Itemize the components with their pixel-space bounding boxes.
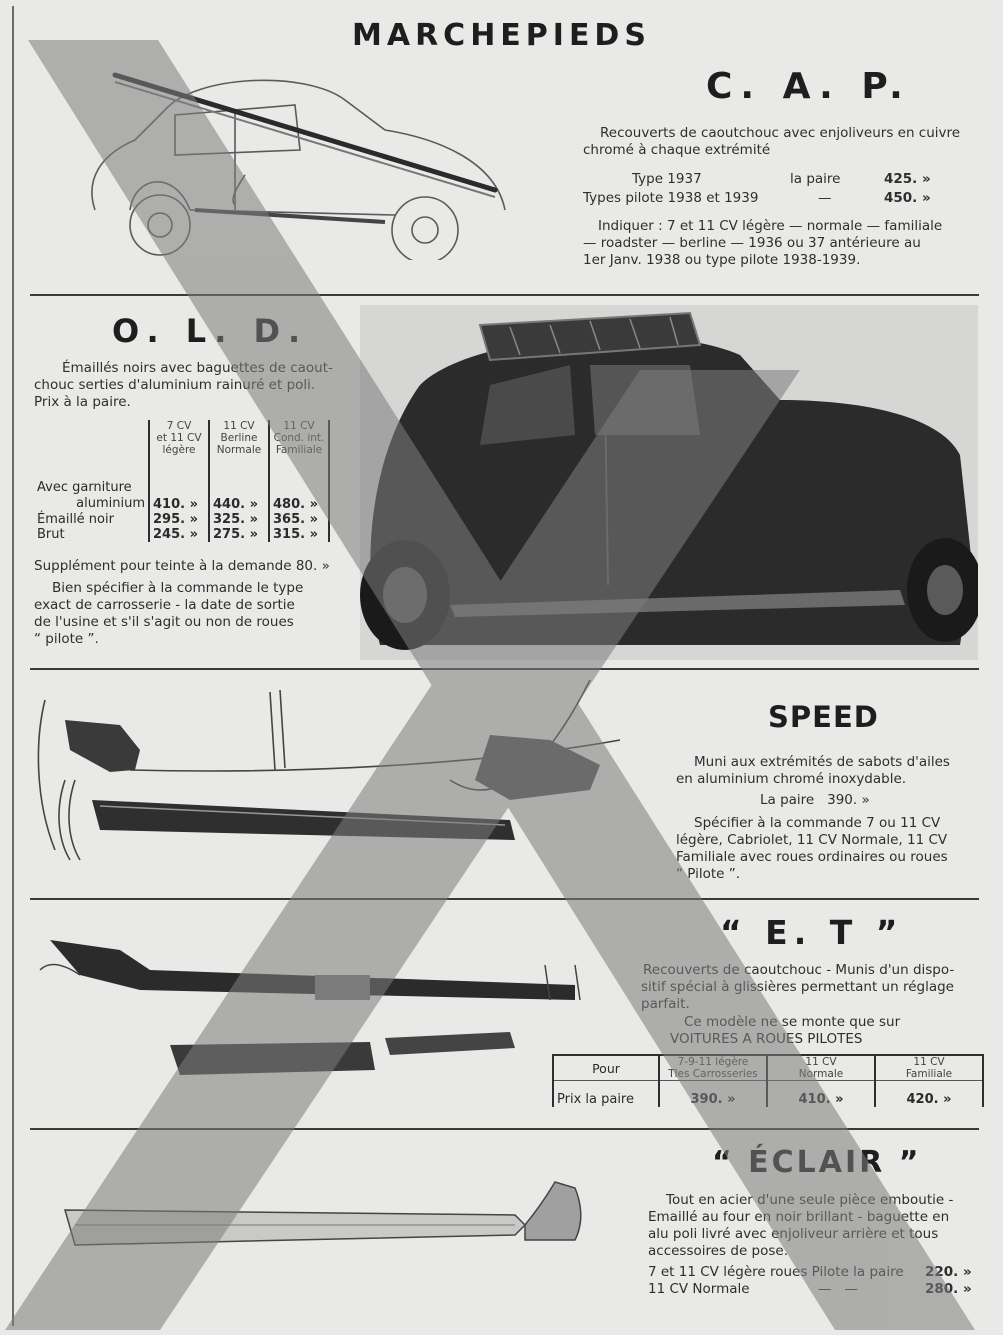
cap-note: Indiquer : 7 et 11 CV légère — normale —…	[583, 218, 943, 268]
page-title: MARCHEPIEDS	[352, 18, 651, 53]
table-row: Émaillé noir 295. » 325. » 365. »	[34, 512, 330, 527]
speed-title: SPEED	[768, 700, 879, 734]
car-illustration-cap	[91, 72, 506, 260]
section-divider	[30, 1128, 979, 1130]
cap-row: Types pilote 1938 et 1939	[583, 190, 759, 206]
et-note: Ce modèle ne se monte que sur VOITURES A…	[670, 1014, 901, 1047]
running-board-illustration-eclair	[64, 1181, 582, 1246]
eclair-row-price: 280. »	[925, 1281, 972, 1297]
speed-description: Muni aux extrémités de sabots d'ailes en…	[676, 754, 950, 787]
table-row: Prix la paire 390. » 410. » 420. »	[552, 1080, 984, 1107]
section-divider	[30, 898, 979, 900]
eclair-row-price: 220. »	[925, 1264, 972, 1280]
table-row: Brut 245. » 275. » 315. »	[34, 527, 330, 542]
section-divider	[30, 668, 979, 670]
cap-row: Type 1937	[632, 171, 702, 187]
speed-note: Spécifier à la commande 7 ou 11 CV légèr…	[676, 815, 948, 882]
cap-row-unit: la paire	[790, 171, 841, 187]
old-title: O. L. D.	[112, 312, 309, 350]
et-title: “ E. T ”	[720, 913, 904, 952]
old-supplement: Supplément pour teinte à la demande 80. …	[34, 558, 330, 574]
eclair-row: 7 et 11 CV légère roues Pilote la paire	[648, 1264, 904, 1280]
eclair-row-unit: — —	[818, 1281, 858, 1297]
cap-row-price: 425. »	[884, 171, 931, 187]
eclair-row: 11 CV Normale	[648, 1281, 750, 1297]
old-description: Émaillés noirs avec baguettes de caout- …	[34, 360, 333, 410]
section-divider	[30, 294, 979, 296]
cap-row-price: 450. »	[884, 190, 931, 206]
car-photo-old	[360, 305, 978, 660]
et-description: Recouverts de caoutchouc - Munis d'un di…	[641, 962, 955, 1012]
old-note: Bien spécifier à la commande le type exa…	[34, 580, 304, 647]
running-board-illustration-et	[39, 940, 581, 1075]
cap-row-unit: —	[818, 190, 832, 206]
cap-title: C. A. P.	[706, 66, 911, 107]
speed-price: La paire 390. »	[760, 792, 870, 808]
cap-description: Recouverts de caoutchouc avec enjoliveur…	[583, 125, 961, 158]
eclair-title: “ ÉCLAIR ”	[712, 1145, 922, 1180]
eclair-description: Tout en acier d'une seule pièce emboutie…	[648, 1192, 954, 1259]
running-board-illustration-speed	[37, 680, 621, 861]
